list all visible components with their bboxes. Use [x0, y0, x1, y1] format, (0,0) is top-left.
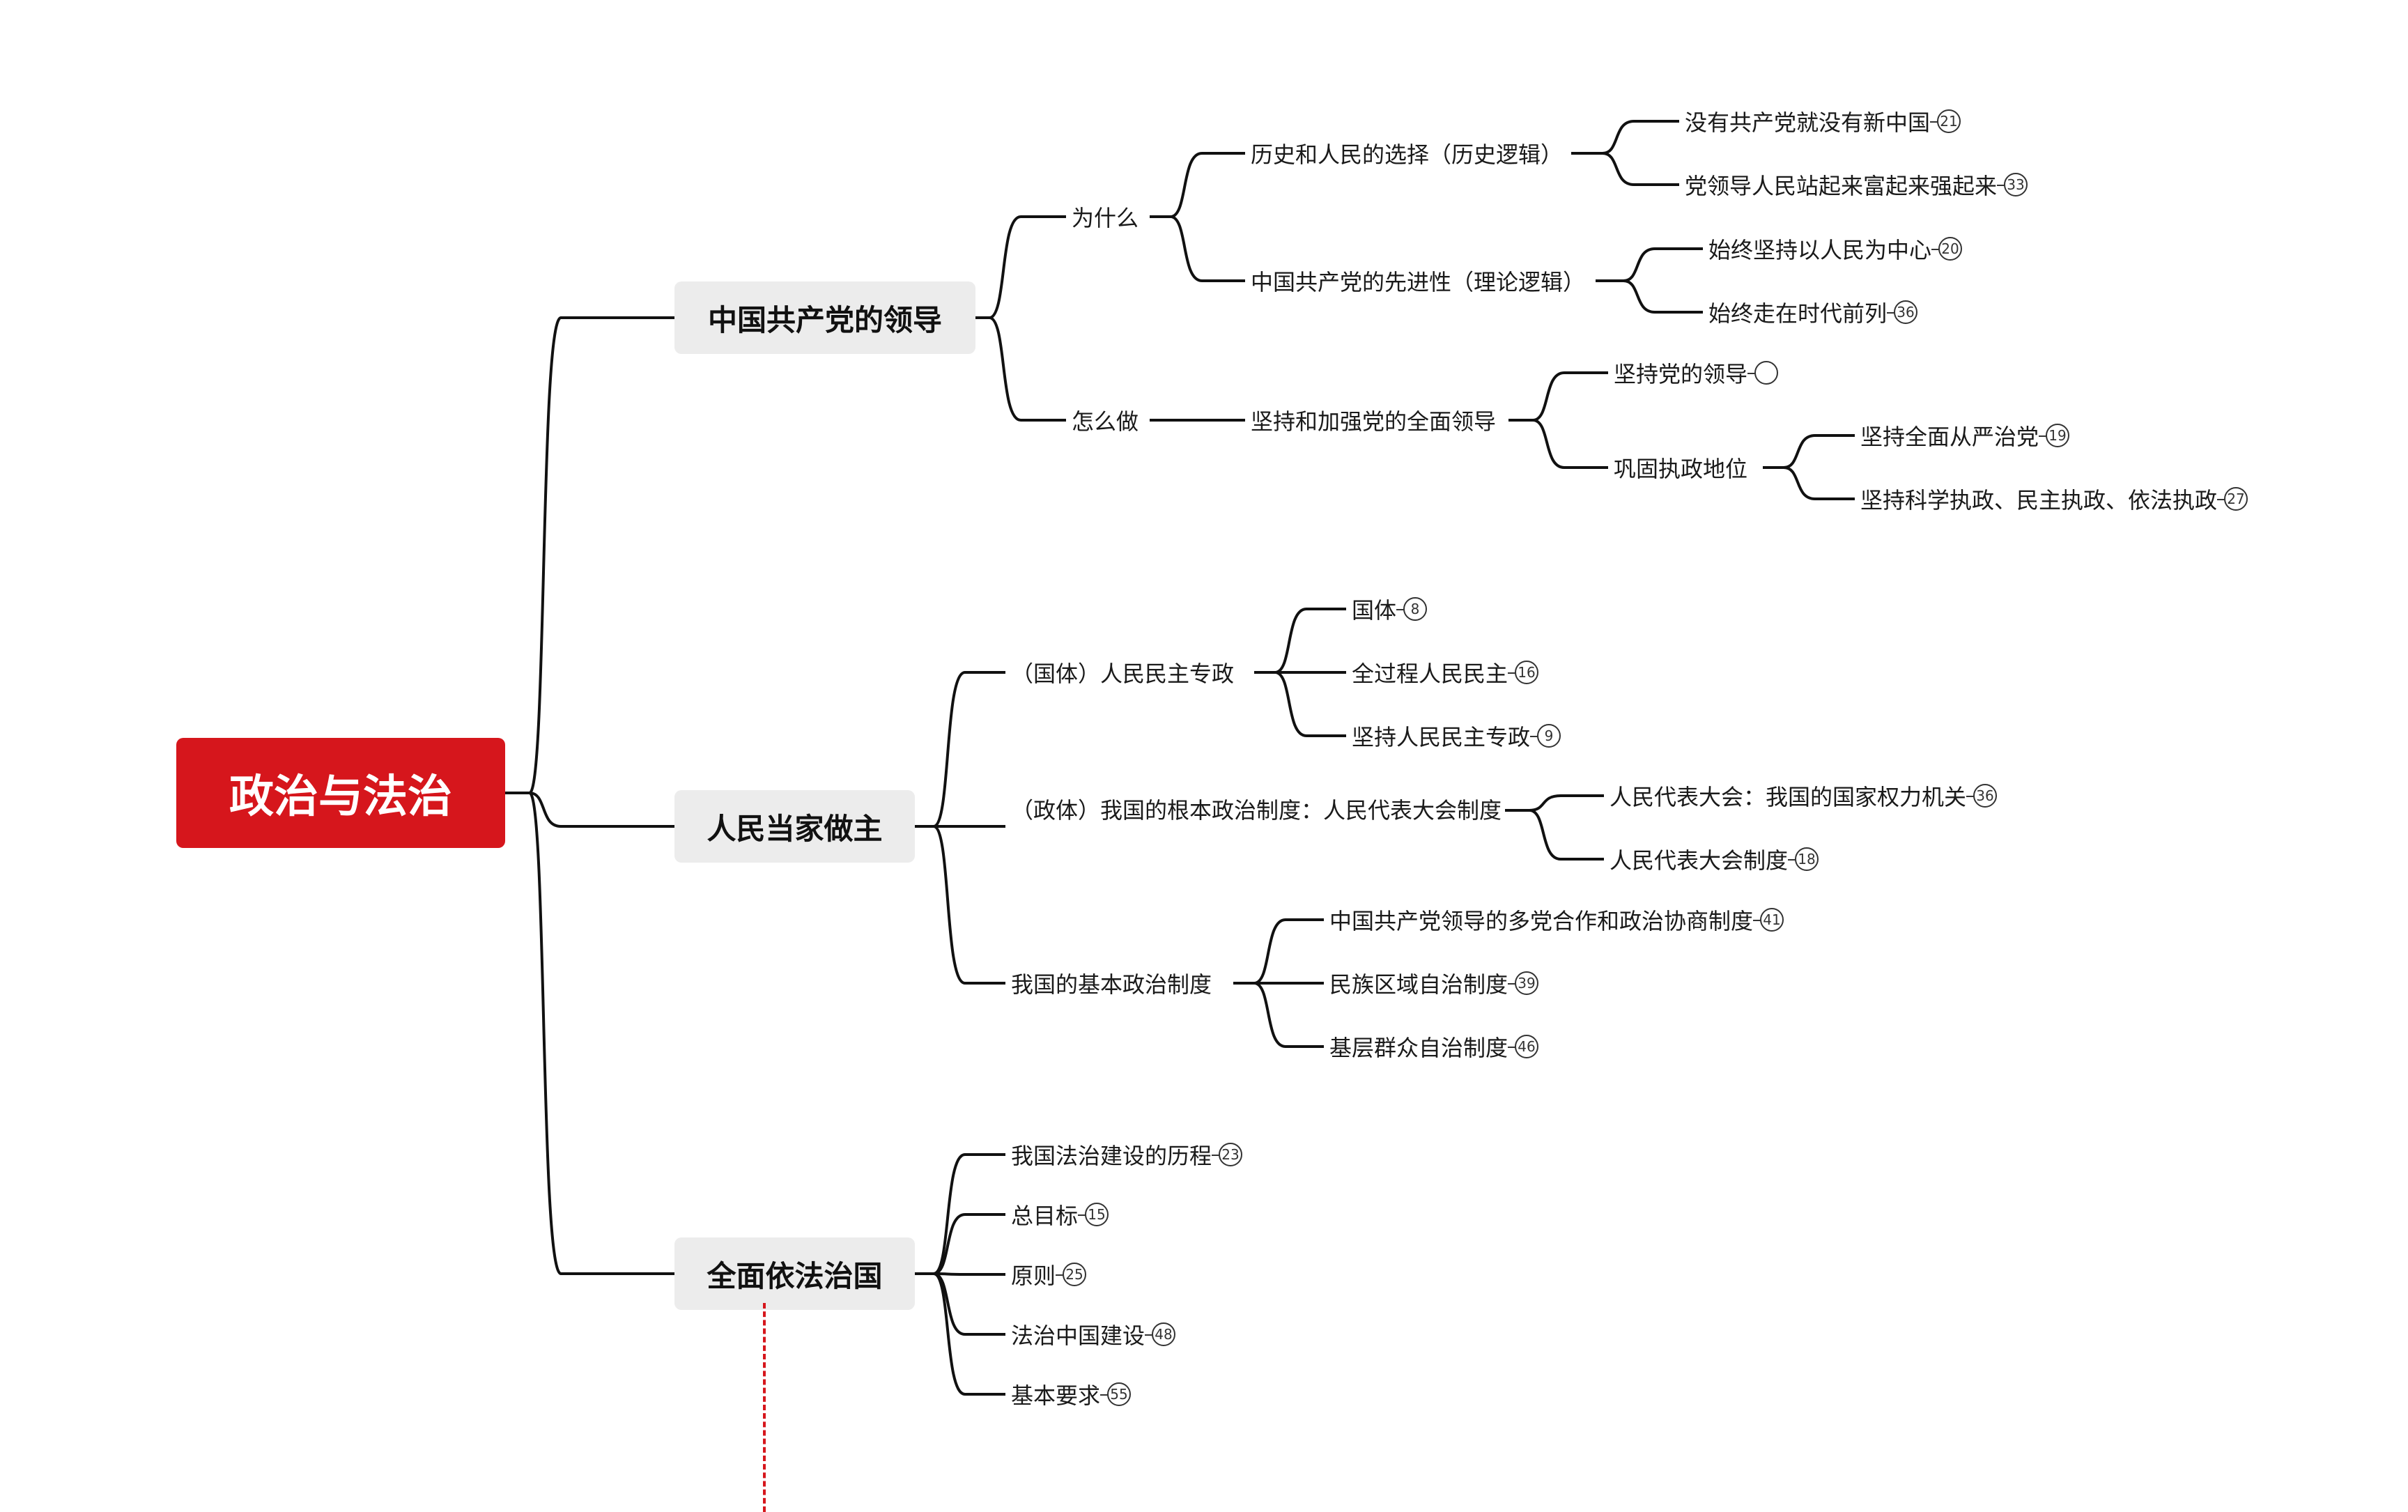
connector: [1596, 247, 1703, 282]
connector: [505, 792, 674, 828]
count-badge: 27: [2217, 487, 2248, 511]
connector: [1233, 918, 1324, 985]
count-badge: 48: [1145, 1322, 1176, 1346]
count-badge: 41: [1753, 908, 1784, 932]
count-badge: 15: [1078, 1203, 1109, 1226]
topic-strengthen-leadership[interactable]: 坚持和加强党的全面领导: [1251, 408, 1497, 435]
connector: [915, 1272, 1005, 1336]
count-badge: 16: [1508, 661, 1539, 684]
count-badge: 46: [1508, 1035, 1539, 1058]
count-badge: 19: [2039, 424, 2070, 447]
connector: [1233, 982, 1324, 1048]
count-badge: [1747, 361, 1779, 385]
count-badge: 39: [1508, 971, 1539, 995]
connector: [975, 316, 1066, 422]
connector: [915, 1213, 1005, 1275]
count-badge: 8: [1396, 597, 1428, 621]
topic-uphold-party-leadership[interactable]: 坚持党的领导: [1614, 357, 1779, 389]
connector: [1571, 152, 1679, 186]
count-badge: 23: [1212, 1143, 1243, 1166]
connector: [505, 792, 674, 1275]
connector: [975, 215, 1066, 319]
connector: [1596, 279, 1703, 314]
connector: [1508, 419, 1608, 469]
count-badge: 18: [1788, 847, 1819, 871]
connector: [505, 316, 674, 794]
dashed-drop-line: [763, 1303, 766, 1512]
connector: [1505, 809, 1604, 861]
count-badge: 36: [1966, 784, 1998, 808]
count-badge: 36: [1887, 300, 1918, 324]
topic-government-system[interactable]: （政体）我国的根本政治制度：人民代表大会制度: [1011, 797, 1502, 824]
count-badge: 25: [1056, 1263, 1087, 1286]
topic-party-advancement[interactable]: 中国共产党的先进性（理论逻辑）: [1251, 269, 1586, 295]
count-badge: 9: [1530, 724, 1561, 748]
branch-party-leadership[interactable]: 中国共产党的领导: [674, 281, 975, 354]
connector: [1571, 120, 1679, 155]
connector: [1150, 215, 1245, 282]
topic-history-choice[interactable]: 历史和人民的选择（历史逻辑）: [1251, 141, 1564, 168]
connector: [1254, 671, 1346, 737]
connector: [915, 671, 1005, 828]
root-topic[interactable]: 政治与法治: [176, 738, 505, 848]
branch-people-masters[interactable]: 人民当家做主: [674, 790, 915, 863]
topic-why[interactable]: 为什么: [1072, 205, 1139, 231]
connector: [1508, 371, 1608, 422]
connector: [1505, 794, 1604, 812]
connector: [915, 1272, 1005, 1396]
branch-rule-of-law[interactable]: 全面依法治国: [674, 1237, 915, 1310]
topic-basic-political-systems[interactable]: 我国的基本政治制度: [1011, 971, 1212, 998]
count-badge: 55: [1100, 1382, 1132, 1406]
topic-state-system[interactable]: （国体）人民民主专政: [1011, 661, 1235, 687]
topic-how[interactable]: 怎么做: [1072, 408, 1139, 435]
connector: [1763, 466, 1855, 500]
count-badge: 20: [1931, 237, 1963, 261]
count-badge: 21: [1930, 109, 1961, 133]
connector: [1150, 152, 1245, 218]
connector: [1254, 608, 1346, 674]
connector: [1763, 434, 1855, 469]
topic-consolidate-position[interactable]: 巩固执政地位: [1614, 456, 1748, 482]
connector: [915, 825, 1005, 985]
count-badge: 33: [1997, 173, 2028, 196]
